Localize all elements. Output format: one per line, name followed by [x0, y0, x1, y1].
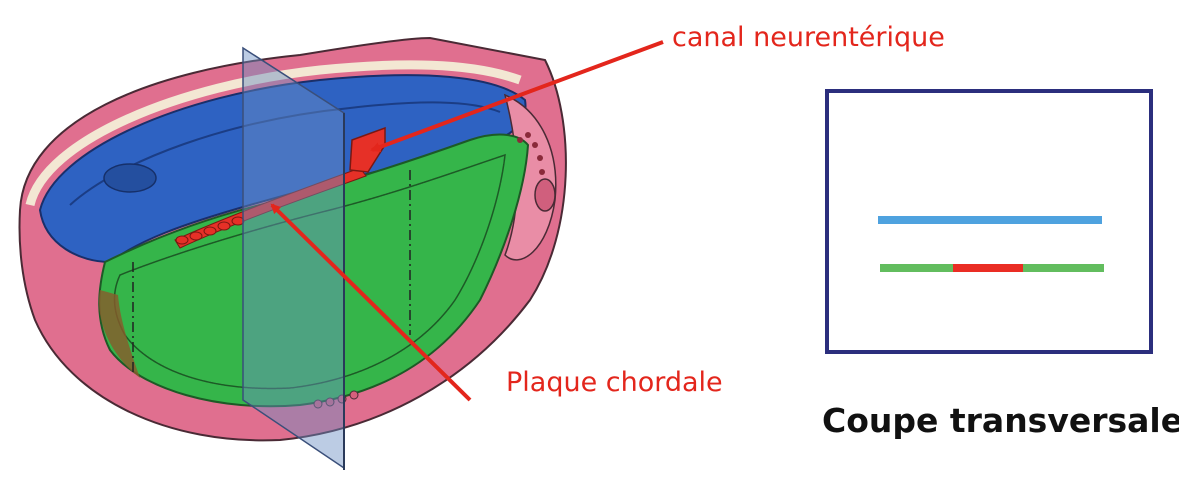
ectoderm-fold — [104, 164, 156, 192]
canal-neurenterique-label: canal neurentérique — [672, 22, 945, 53]
plaque-chordale-label: Plaque chordale — [506, 367, 723, 398]
right-opening — [535, 179, 555, 211]
section-plane — [243, 48, 344, 468]
section-title: Coupe transversale — [822, 401, 1179, 440]
